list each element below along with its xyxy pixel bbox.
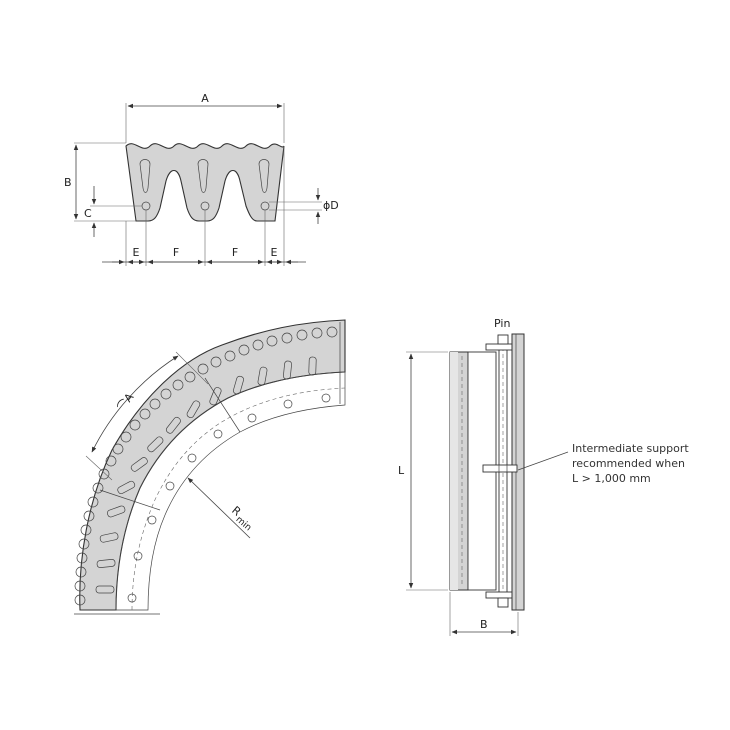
arc-outer-band (79, 319, 346, 611)
arc-view: ⌒A R min (74, 319, 346, 615)
radius-sub-label: min (234, 515, 253, 534)
note-line-2: recommended when (572, 457, 685, 470)
note-line-3: L > 1,000 mm (572, 472, 651, 485)
dim-B-side-label: B (480, 618, 488, 631)
pin-label: Pin (494, 317, 510, 330)
profile-view: A B C ϕD E F F E (64, 92, 339, 266)
dim-F-left-label: F (173, 246, 179, 259)
side-view: Pin L B Intermediate support recommended… (398, 317, 689, 636)
radius-leader (187, 477, 251, 539)
arc-length-dim (91, 355, 179, 453)
arc-holes (127, 393, 331, 603)
note-line-1: Intermediate support (572, 442, 689, 455)
dim-A-label: A (201, 92, 209, 105)
dim-E-left-label: E (133, 246, 140, 259)
note-leader (517, 451, 569, 471)
slot-2 (197, 159, 209, 193)
dim-C-label: C (84, 207, 92, 220)
dim-B-label: B (64, 176, 72, 189)
dim-D-label: ϕD (323, 199, 339, 212)
arc-inner-band (115, 371, 346, 611)
slot-3 (258, 159, 270, 193)
slot-1 (139, 159, 151, 193)
intermediate-support (482, 464, 518, 473)
dim-E-right-label: E (271, 246, 278, 259)
dim-L-label: L (398, 464, 405, 477)
dim-F-right-label: F (232, 246, 238, 259)
profile-outline (125, 143, 285, 222)
